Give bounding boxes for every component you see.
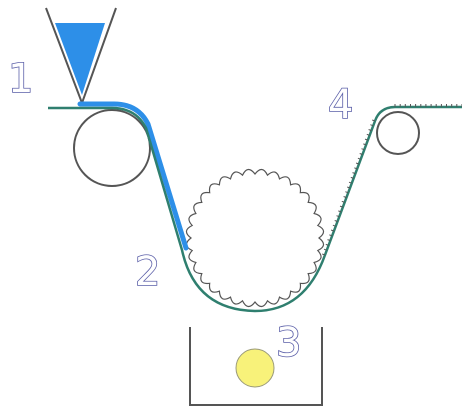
hopper-liquid xyxy=(55,23,105,95)
step-label-2: 2 xyxy=(135,249,160,295)
entry-roller xyxy=(73,109,151,187)
belt-teeth xyxy=(322,104,462,256)
hopper xyxy=(45,7,117,106)
step-label-1: 1 xyxy=(8,56,33,102)
toothed-drum xyxy=(185,168,325,308)
light-source xyxy=(235,348,275,388)
tray xyxy=(189,327,323,406)
step-label-3: 3 xyxy=(276,320,301,366)
step-label-4: 4 xyxy=(328,82,353,128)
coating-layer xyxy=(77,101,189,251)
belt xyxy=(48,105,462,313)
exit-roller xyxy=(376,111,420,155)
